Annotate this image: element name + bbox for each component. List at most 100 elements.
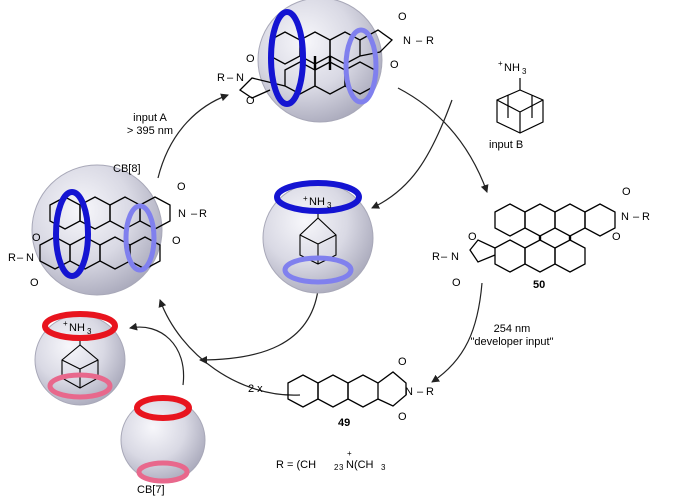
r-50-r: R <box>642 211 650 223</box>
arrow-input-b-to-center <box>371 99 453 209</box>
arrow-bottom-to-left <box>158 299 301 396</box>
cycle-arrows <box>129 87 489 396</box>
n-49: N <box>405 386 413 398</box>
two-x-label: 2 x <box>248 383 263 395</box>
pink-ring-empty-bottom <box>136 460 190 484</box>
plus-center: + <box>303 194 308 203</box>
uv-line1: 254 nm <box>493 323 531 335</box>
blue-ring-left-dark <box>53 189 91 279</box>
o-50-l1: O <box>468 231 477 243</box>
dash-top-right: – <box>416 35 423 47</box>
o-top-left-1: O <box>246 53 255 65</box>
r-definition-prefix: R = (CH <box>276 459 317 471</box>
o-top-right-1: O <box>398 11 407 23</box>
nh3-cb7: + NH 3 <box>63 319 92 336</box>
compound-50-label: 50 <box>533 279 546 291</box>
r-def-plus: + <box>347 449 352 458</box>
nh-cb7: NH <box>69 322 85 334</box>
dash-left-r: – <box>191 208 198 220</box>
n-left-r: N <box>178 208 186 220</box>
n-top-right: N <box>403 35 411 47</box>
o-49-1: O <box>398 356 407 368</box>
blue-ring-top-right <box>343 27 379 105</box>
blue-ring-center-top <box>274 180 362 214</box>
compound-49-label: 49 <box>338 417 351 429</box>
o-left-l2: O <box>30 277 39 289</box>
arrow-cb7-guest-exchange <box>129 322 185 386</box>
r-definition-suffix: N(CH <box>346 459 374 471</box>
imide-left-right: O N – R O <box>172 181 207 247</box>
input-a-label: input A > 395 nm <box>120 112 180 138</box>
arrow-center-to-cycle <box>199 289 319 364</box>
nh3-input-b: + NH 3 <box>498 59 527 76</box>
imide-50-right: O N – R O <box>612 186 650 243</box>
r-def-sub2: 2 <box>334 463 339 472</box>
uv-line2: "developer input" <box>470 336 554 348</box>
cb8-sphere-left <box>31 164 163 296</box>
nh-center: NH <box>309 196 325 208</box>
o-left-l1: O <box>32 232 41 244</box>
blue-ring-center-bottom <box>282 255 354 285</box>
arrow-top-to-right <box>397 87 489 193</box>
r-left-l: R <box>8 252 16 264</box>
n-top-left: N <box>236 72 244 84</box>
sub3-input-b: 3 <box>522 67 527 76</box>
plus-cb7: + <box>63 319 68 328</box>
imide-top-left: O R – N O <box>217 53 255 107</box>
dash-left-l: – <box>17 252 24 264</box>
imide-49: O N – R O <box>398 356 434 423</box>
dash-top-left: – <box>227 72 234 84</box>
left-cb8-complex: O N – R O O R – N O <box>8 164 207 296</box>
dash-50-r: – <box>633 211 640 223</box>
nh-input-b: NH <box>504 62 520 74</box>
n-50-r: N <box>621 211 629 223</box>
input-b-adamantane: + NH 3 <box>496 59 544 134</box>
dash-49: – <box>417 386 424 398</box>
nh3-center: + NH 3 <box>303 194 332 210</box>
n-50-l: N <box>451 251 459 263</box>
input-a-line2: > 395 nm <box>126 125 174 137</box>
r-left-r: R <box>199 208 207 220</box>
sub3-center: 3 <box>327 201 332 210</box>
o-top-left-2: O <box>246 95 255 107</box>
input-b-label: input B <box>489 139 524 151</box>
arrow-left-to-top <box>157 93 229 179</box>
r-def-sub3a: 3 <box>339 463 344 472</box>
cb7-empty <box>120 395 206 484</box>
r-top-right: R <box>426 35 434 47</box>
input-a-line1: input A <box>133 112 167 124</box>
o-50-r2: O <box>612 231 621 243</box>
cb8-label: CB[8] <box>113 163 141 175</box>
top-cb8-complex: O N – R O O R – N O <box>217 0 434 123</box>
o-left-r1: O <box>177 181 186 193</box>
sub3-cb7: 3 <box>87 327 92 336</box>
imide-top-right: O N – R O <box>390 11 434 71</box>
red-ring-cb7-top <box>42 311 118 341</box>
blue-ring-left-light <box>123 203 157 273</box>
adamantane-input-b <box>496 78 544 134</box>
compound-50-structure: O N – R O O R – N O <box>432 186 650 289</box>
o-50-l2: O <box>452 277 461 289</box>
n-left-l: N <box>26 252 34 264</box>
blue-ring-top-left <box>268 9 306 107</box>
r-50-l: R <box>432 251 440 263</box>
cb7-adamantane-complex: + NH 3 <box>34 311 126 406</box>
cb7-label: CB[7] <box>137 484 165 496</box>
o-50-r1: O <box>622 186 631 198</box>
o-left-r2: O <box>172 235 181 247</box>
imide-50-left: O R – N O <box>432 231 477 289</box>
o-49-2: O <box>398 411 407 423</box>
imide-left-left: O R – N O <box>8 232 41 289</box>
o-top-right-2: O <box>390 59 399 71</box>
red-ring-empty-top <box>134 395 192 421</box>
cb7-sphere-empty <box>120 397 206 483</box>
center-cb8-adamantane: + NH 3 <box>262 180 374 294</box>
dash-50-l: – <box>441 251 448 263</box>
pink-ring-cb7-bottom <box>47 372 113 400</box>
arrow-right-to-bottom <box>431 282 483 383</box>
compound-49-structure: O N – R O <box>287 356 434 423</box>
uv-input-label: 254 nm "developer input" <box>452 323 572 349</box>
r-top-left: R <box>217 72 225 84</box>
r-definition-subs: 2 3 + 3 <box>334 449 386 472</box>
